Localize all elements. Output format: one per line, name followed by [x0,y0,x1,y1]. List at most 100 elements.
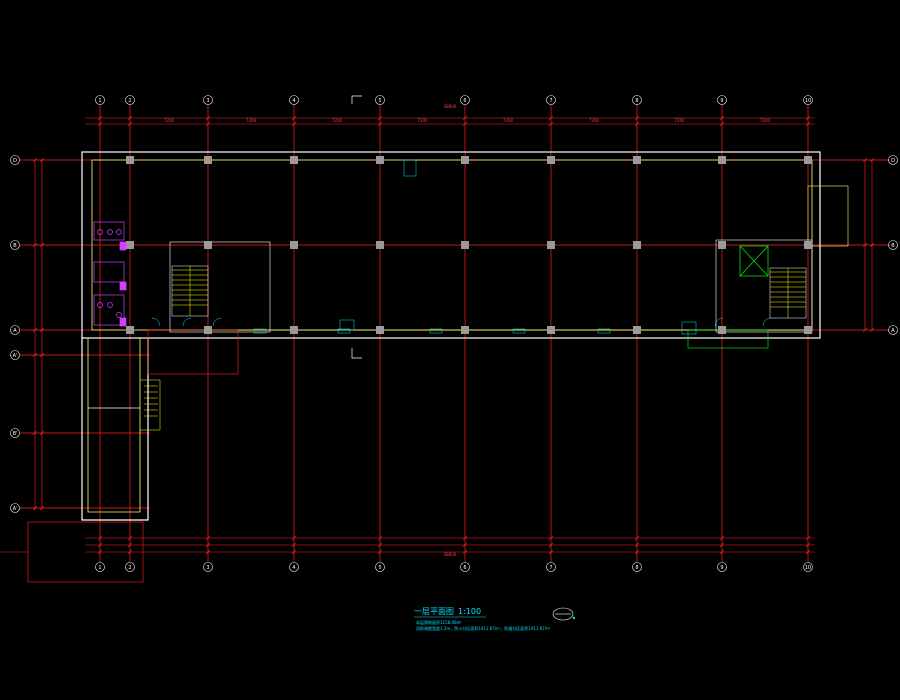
axis-bubble-bottom-6: 6 [460,562,470,572]
axis-bubble-right-2: B [888,240,898,250]
axis-label-bottom: 3 [206,565,209,571]
axis-bubble-bottom-8: 8 [632,562,642,572]
axis-label-bottom: 6 [463,565,466,571]
stair-right [769,267,807,319]
column [290,156,298,164]
stair-left [171,265,209,317]
axis-bubble-top-9: 9 [717,95,727,105]
axis-bubble-top-10: 10 [803,95,813,105]
axis-bubble-left-1: D [10,155,20,165]
axis-grid [20,105,890,562]
axis-bubble-bottom-7: 7 [546,562,556,572]
axis-bubble-left-6: A' [10,503,20,513]
door-swings [151,159,772,335]
axis-bubble-top-8: 8 [632,95,642,105]
bay-dimension: 7200 [332,118,343,123]
axis-bubble-left-4: A' [10,350,20,360]
structural-columns [126,156,812,334]
axis-label-top: 10 [805,98,811,104]
bay-dimension: 7200 [246,118,257,123]
axis-label-left: A' [13,506,18,512]
axis-bubble-right-1: D [888,155,898,165]
axis-bubble-bottom-3: 3 [203,562,213,572]
axis-label-left: A' [13,353,18,359]
axis-bubble-bottom-1: 1 [95,562,105,572]
column [718,241,726,249]
column [461,241,469,249]
axis-bubble-bottom-9: 9 [717,562,727,572]
bay-dimension: 7200 [674,118,685,123]
bay-dimension: 7200 [503,118,514,123]
column [204,156,212,164]
note-line-2: 消防疏散宽度1.2m，防火分区面积1411.67m²，防烟分区面积1411.67… [416,625,551,631]
stair-annex [140,379,161,431]
axis-label-right: A [891,328,895,334]
axis-label-top: 1 [98,98,101,104]
dimension-ticks [32,115,875,555]
title-block: 一层平面图 1:100 本层建筑面积1158.06m² 消防疏散宽度1.2m，防… [414,607,551,631]
bay-dimension: 7200 [589,118,600,123]
axis-bubble-bottom-10: 10 [803,562,813,572]
column [126,326,134,334]
drawing-scale: 1:100 [458,607,481,616]
column [547,156,555,164]
bay-dimension: 7200 [164,118,175,123]
column [718,156,726,164]
column [204,326,212,334]
axis-bubble-bottom-2: 2 [125,562,135,572]
axis-bubble-left-2: B [10,240,20,250]
axis-bubble-right-3: A [888,325,898,335]
axis-label-top: 9 [720,98,723,104]
column [461,156,469,164]
axis-label-left: B [13,243,17,249]
column [376,156,384,164]
axis-label-bottom: 7 [549,565,552,571]
column [718,326,726,334]
axis-label-top: 2 [128,98,131,104]
axis-label-bottom: 10 [805,565,811,571]
axis-label-top: 5 [378,98,381,104]
axis-bubble-top-3: 3 [203,95,213,105]
overall-dimension-bottom: 58600 [444,552,457,557]
axis-label-top: 8 [635,98,638,104]
column [633,241,641,249]
axis-bubble-bottom-5: 5 [375,562,385,572]
column [376,241,384,249]
axis-bubble-top-6: 6 [460,95,470,105]
column [804,156,812,164]
axis-bubble-top-1: 1 [95,95,105,105]
overall-dimension-top: 58600 [444,104,457,109]
column [804,326,812,334]
column [376,326,384,334]
axis-label-bottom: 8 [635,565,638,571]
section-marks [351,95,362,359]
axis-bubble-left-5: B' [10,428,20,438]
axis-label-top: 7 [549,98,552,104]
axis-bubble-top-4: 4 [289,95,299,105]
axis-label-top: 6 [463,98,466,104]
toilet-fixtures [93,221,127,327]
axis-label-left: A [13,328,17,334]
column [547,326,555,334]
north-arrow-icon [552,607,576,621]
dimension-lines [34,117,873,553]
axis-label-bottom: 1 [98,565,101,571]
column [547,241,555,249]
column [290,241,298,249]
bay-dimension: 7200 [417,118,428,123]
column [633,156,641,164]
axis-label-bottom: 9 [720,565,723,571]
column [461,326,469,334]
axis-label-right: B [891,243,895,249]
column [204,241,212,249]
column [126,241,134,249]
building-walls [0,151,849,583]
axis-bubble-bottom-4: 4 [289,562,299,572]
axis-bubble-left-3: A [10,325,20,335]
axis-label-bottom: 4 [292,565,295,571]
axis-label-bottom: 2 [128,565,131,571]
axis-label-top: 3 [206,98,209,104]
axis-bubble-top-7: 7 [546,95,556,105]
